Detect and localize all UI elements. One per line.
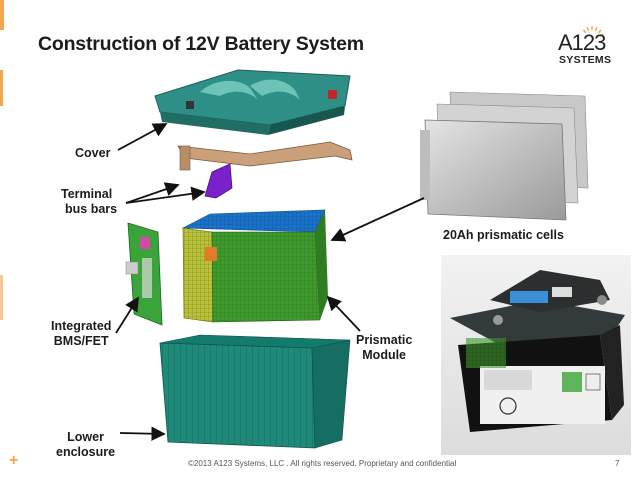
label-terminal-bus-bars: Terminal bus bars — [61, 187, 117, 217]
label-bms-line1: Integrated — [51, 319, 112, 333]
label-bms-line2: BMS/FET — [53, 334, 109, 348]
label-terminal-line1: Terminal — [61, 187, 113, 201]
prismatic-module-illustration — [181, 209, 328, 323]
label-prismatic-module: Prismatic Module — [356, 333, 412, 363]
accent-bar-mid — [0, 70, 3, 106]
accent-bar-low — [0, 275, 3, 320]
callout-arrows — [115, 123, 425, 441]
logo-subtext: SYSTEMS — [559, 54, 612, 66]
prismatic-cells-illustration — [420, 91, 589, 221]
lower-enclosure-illustration — [159, 334, 351, 449]
label-integrated-bms: Integrated BMS/FET — [51, 319, 111, 349]
plus-icon: + — [9, 452, 19, 469]
cover-illustration — [154, 69, 351, 135]
label-prismatic-line1: Prismatic — [356, 333, 413, 347]
footer-copyright: ©2013 A123 Systems, LLC . All rights res… — [188, 459, 457, 468]
logo-burst-icon — [582, 26, 604, 37]
label-cover: Cover — [75, 146, 111, 160]
a123-logo: A123 SYSTEMS — [556, 24, 614, 66]
page-number: 7 — [615, 459, 620, 468]
bus-bar-illustration — [177, 141, 353, 199]
accent-bar-top — [0, 0, 4, 30]
label-terminal-line2: bus bars — [65, 202, 118, 216]
label-lower-line1: Lower — [67, 430, 104, 444]
logo-text: A123 — [558, 30, 606, 55]
slide-title: Construction of 12V Battery System — [38, 33, 364, 55]
label-lower-enclosure: Lower enclosure — [56, 430, 115, 460]
label-prismatic-line2: Module — [362, 348, 407, 362]
label-prismatic-cells: 20Ah prismatic cells — [443, 228, 564, 242]
label-lower-line2: enclosure — [56, 445, 116, 459]
battery-photo-illustration — [441, 255, 631, 455]
